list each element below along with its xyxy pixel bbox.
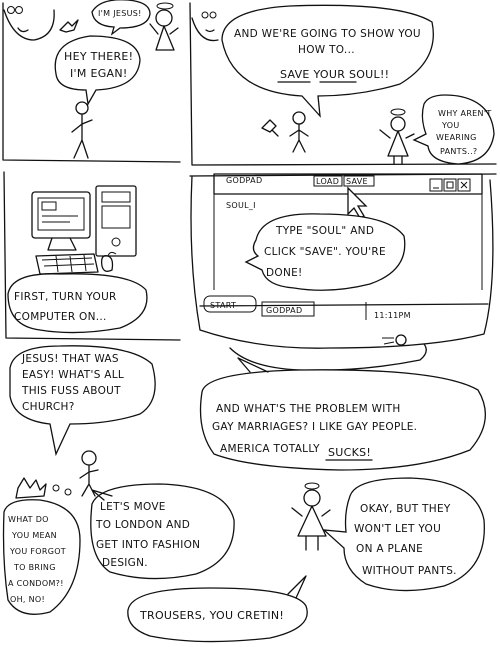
taskbar-godpad-label: GODPAD bbox=[266, 306, 302, 315]
save-menu-label: SAVE bbox=[346, 177, 368, 186]
side-voice-line-3: YOU FORGOT bbox=[9, 547, 66, 556]
angel-question-line-2: YOU bbox=[441, 121, 460, 130]
megan-figure bbox=[71, 101, 93, 159]
instruction-line-3: DONE! bbox=[266, 267, 303, 279]
side-voice-line-6: OH, NO! bbox=[10, 595, 45, 604]
angel-question-line-4: PANTS..? bbox=[440, 147, 477, 156]
side-voice-line-5: A CONDOM?! bbox=[8, 579, 64, 588]
save-your-soul-headline: SAVE YOUR SOUL!! bbox=[280, 68, 389, 81]
document-text[interactable]: SOUL_I bbox=[226, 201, 256, 210]
plan-line-2: TO LONDON AND bbox=[95, 519, 190, 531]
load-menu-label: LOAD bbox=[316, 177, 339, 186]
angel-reply-bubble bbox=[322, 477, 485, 592]
smiley-face-icon bbox=[191, 11, 219, 42]
taskbar: START GODPAD 11:11PM bbox=[199, 295, 489, 320]
angel-question-line-3: WEARING bbox=[436, 133, 477, 142]
computer-drawing bbox=[31, 185, 137, 275]
rant-line-2: GAY MARRIAGES? I LIKE GAY PEOPLE. bbox=[212, 421, 417, 433]
question-line-4: CHURCH? bbox=[22, 401, 75, 413]
taskbar-clock: 11:11PM bbox=[374, 311, 411, 320]
greeting-line-2: I'M EGAN! bbox=[70, 67, 128, 80]
app-title: GODPAD bbox=[226, 176, 262, 185]
panel-1: I'M JESUS! HEY THERE! I'M EGAN! bbox=[3, 0, 179, 159]
maximize-button[interactable] bbox=[443, 178, 457, 192]
rant-line-1: AND WHAT'S THE PROBLEM WITH bbox=[216, 403, 401, 415]
megan-figure bbox=[79, 450, 99, 497]
close-button[interactable] bbox=[457, 178, 471, 192]
jesus-speech-bubble bbox=[91, 0, 151, 36]
jesus-figure bbox=[149, 2, 179, 51]
rant-line-3: AMERICA TOTALLY bbox=[220, 443, 320, 455]
smiley-face-icon bbox=[3, 6, 55, 41]
caption-line-1: FIRST, TURN YOUR bbox=[14, 291, 117, 303]
hedgehog-figure bbox=[15, 477, 72, 499]
save-menu-item[interactable] bbox=[343, 175, 375, 187]
power-indicator-icon bbox=[395, 334, 407, 346]
megan-figure bbox=[289, 111, 309, 153]
mouse-cursor-icon bbox=[347, 186, 368, 219]
easy-question-bubble bbox=[9, 345, 156, 457]
jesus-label: I'M JESUS! bbox=[98, 9, 142, 18]
start-button[interactable] bbox=[203, 295, 257, 313]
side-voice-bubble bbox=[2, 499, 81, 615]
question-line-1: JESUS! THAT WAS bbox=[21, 353, 119, 365]
minimize-button[interactable] bbox=[429, 178, 443, 192]
side-voice-line-1: WHAT DO bbox=[8, 515, 49, 524]
question-line-3: THIS FUSS ABOUT bbox=[21, 385, 121, 397]
narration-line-2: HOW TO... bbox=[298, 44, 355, 56]
question-line-2: EASY! WHAT'S ALL bbox=[22, 369, 124, 381]
reply-line-2: WON'T LET YOU bbox=[354, 523, 441, 535]
panel-5: JESUS! THAT WAS EASY! WHAT'S ALL THIS FU… bbox=[2, 345, 486, 643]
monitor-casing bbox=[190, 175, 494, 349]
start-button-label: START bbox=[210, 301, 236, 310]
angel-question-bubble bbox=[412, 94, 495, 165]
narration-bubble bbox=[221, 4, 434, 118]
panel-2: AND WE'RE GOING TO SHOW YOU HOW TO... SA… bbox=[191, 4, 495, 165]
greeting-line-1: HEY THERE! bbox=[64, 50, 133, 63]
rant-bubble bbox=[199, 369, 486, 471]
megan-greeting-bubble bbox=[54, 35, 141, 106]
side-voice-line-2: YOU MEAN bbox=[11, 531, 57, 540]
load-menu-item[interactable] bbox=[313, 175, 343, 187]
rant-emphasis: SUCKS! bbox=[328, 446, 371, 459]
angel-figure bbox=[291, 482, 331, 551]
final-retort-text: TROUSERS, YOU CRETIN! bbox=[139, 609, 284, 622]
dove-icon bbox=[59, 19, 79, 33]
final-retort-bubble bbox=[127, 587, 308, 643]
plan-line-1: LET'S MOVE bbox=[100, 501, 166, 513]
angel-question-line-1: WHY AREN'T bbox=[438, 109, 492, 118]
taskbar-godpad-item[interactable] bbox=[261, 301, 315, 317]
instruction-line-2: CLICK "SAVE". YOU'RE bbox=[264, 246, 386, 258]
instruction-line-1: TYPE "SOUL" AND bbox=[275, 225, 374, 237]
reply-line-4: WITHOUT PANTS. bbox=[362, 565, 457, 577]
narration-line-1: AND WE'RE GOING TO SHOW YOU bbox=[234, 28, 421, 40]
angel-figure bbox=[379, 108, 415, 165]
reply-line-3: ON A PLANE bbox=[356, 543, 423, 555]
panel-3: FIRST, TURN YOUR COMPUTER ON... bbox=[7, 185, 148, 334]
bird-icon bbox=[261, 119, 279, 137]
first-step-caption-bubble bbox=[7, 273, 148, 334]
caption-line-2: COMPUTER ON... bbox=[14, 311, 107, 323]
plan-line-3: GET INTO FASHION bbox=[96, 539, 200, 551]
plan-line-4: DESIGN. bbox=[102, 557, 148, 569]
reply-line-1: OKAY, BUT THEY bbox=[360, 503, 451, 515]
side-voice-line-4: TO BRING bbox=[13, 563, 56, 572]
london-plan-bubble bbox=[90, 483, 235, 580]
panel-4: GODPAD LOAD SAVE SOUL_I TYPE "SOUL" AND … bbox=[190, 173, 494, 371]
godpad-window: GODPAD LOAD SAVE SOUL_I bbox=[213, 173, 483, 290]
instruction-bubble bbox=[244, 213, 406, 291]
